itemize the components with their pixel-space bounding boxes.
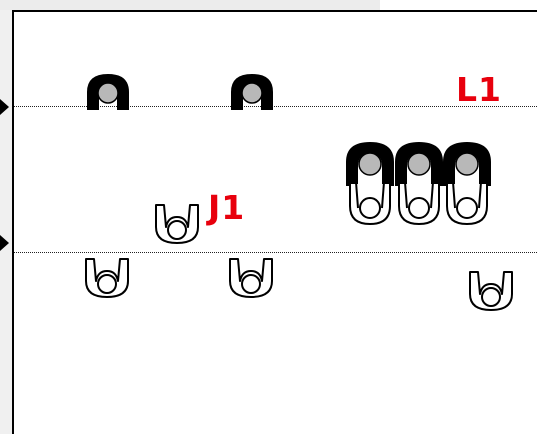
zone-divider-upper bbox=[14, 106, 537, 107]
seat-empty-icon[interactable] bbox=[466, 268, 516, 312]
marker-lower-icon bbox=[0, 235, 9, 251]
room-border bbox=[12, 10, 537, 434]
zone-label-l1: L1 bbox=[456, 70, 502, 109]
seat-occupied-icon[interactable] bbox=[83, 72, 133, 112]
top-strip bbox=[0, 0, 380, 10]
seat-occupied-icon[interactable] bbox=[393, 140, 445, 226]
seat-occupied-icon[interactable] bbox=[227, 72, 277, 112]
zone-label-j1: J1 bbox=[208, 188, 246, 227]
left-strip bbox=[0, 10, 12, 434]
seat-empty-icon[interactable] bbox=[82, 255, 132, 299]
seat-occupied-icon[interactable] bbox=[441, 140, 493, 226]
seat-empty-icon[interactable] bbox=[152, 201, 202, 245]
zone-divider-lower bbox=[14, 252, 537, 253]
seat-empty-icon[interactable] bbox=[226, 255, 276, 299]
seat-occupied-icon[interactable] bbox=[344, 140, 396, 226]
marker-upper-icon bbox=[0, 99, 9, 115]
